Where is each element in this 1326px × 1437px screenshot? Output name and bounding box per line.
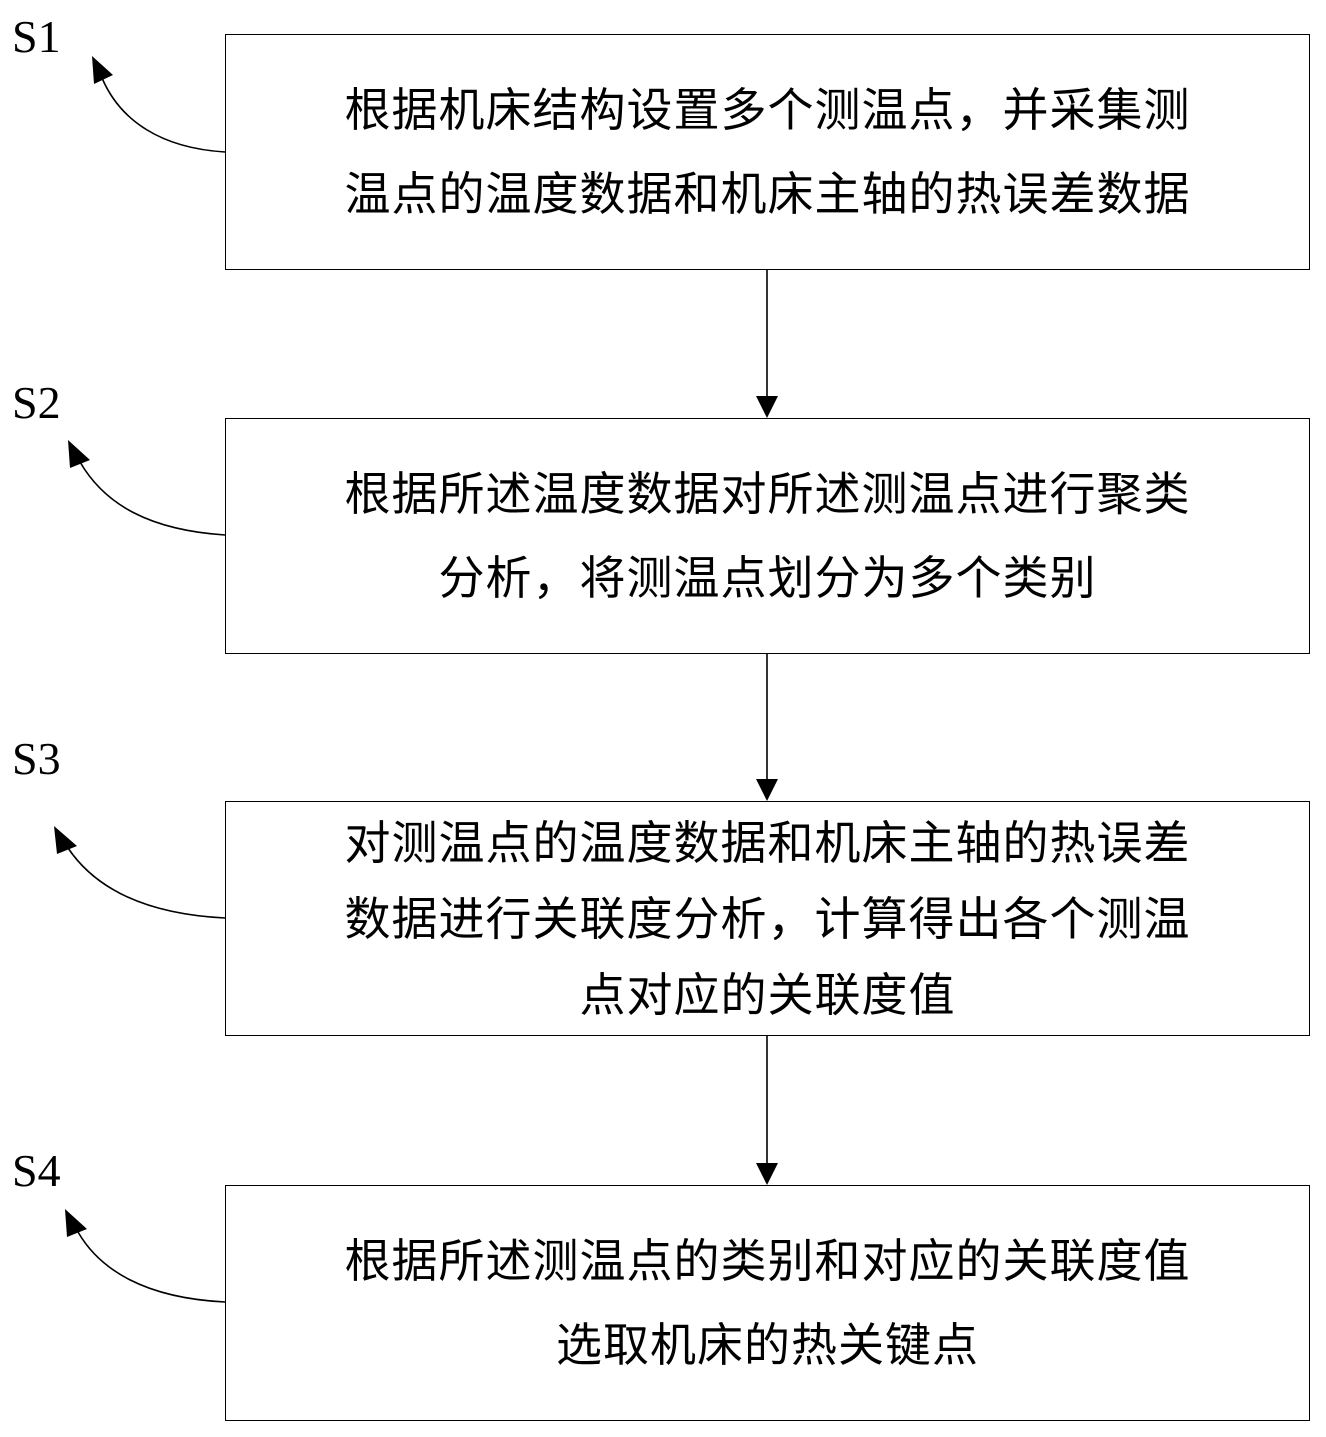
flow-arrow-s1-s2 bbox=[756, 270, 778, 418]
step-label-s4: S4 bbox=[12, 1145, 61, 1196]
step-line: 数据进行关联度分析，计算得出各个测温 bbox=[344, 891, 1191, 946]
step-box-s3: 对测温点的温度数据和机床主轴的热误差 数据进行关联度分析，计算得出各个测温 点对… bbox=[225, 801, 1310, 1036]
leader-arrow-s3 bbox=[54, 826, 226, 919]
step-text-s4: 根据所述测温点的类别和对应的关联度值 选取机床的热关键点 bbox=[345, 1219, 1191, 1387]
step-box-s1: 根据机床结构设置多个测温点，并采集测 温点的温度数据和机床主轴的热误差数据 bbox=[225, 34, 1310, 270]
step-line: 对测温点的温度数据和机床主轴的热误差 bbox=[344, 815, 1191, 870]
step-line: 根据所述温度数据对所述测温点进行聚类 bbox=[344, 467, 1191, 521]
step-line: 选取机床的热关键点 bbox=[556, 1318, 979, 1372]
step-text-s2: 根据所述温度数据对所述测温点进行聚类 分析，将测温点划分为多个类别 bbox=[345, 452, 1191, 620]
step-line: 根据所述测温点的类别和对应的关联度值 bbox=[344, 1234, 1191, 1288]
step-line: 分析，将测温点划分为多个类别 bbox=[438, 551, 1097, 605]
leader-arrow-s2 bbox=[68, 440, 226, 536]
step-box-s2: 根据所述温度数据对所述测温点进行聚类 分析，将测温点划分为多个类别 bbox=[225, 418, 1310, 654]
step-label-s1: S1 bbox=[12, 11, 61, 62]
step-label-s3: S3 bbox=[12, 733, 61, 784]
step-text-s1: 根据机床结构设置多个测温点，并采集测 温点的温度数据和机床主轴的热误差数据 bbox=[345, 68, 1191, 236]
step-text-s3: 对测温点的温度数据和机床主轴的热误差 数据进行关联度分析，计算得出各个测温 点对… bbox=[345, 805, 1191, 1033]
step-line: 点对应的关联度值 bbox=[579, 967, 956, 1022]
flow-arrow-s3-s4 bbox=[756, 1036, 778, 1185]
step-line: 根据机床结构设置多个测温点，并采集测 bbox=[344, 83, 1191, 137]
flow-arrow-s2-s3 bbox=[756, 654, 778, 801]
leader-arrow-s4 bbox=[65, 1209, 226, 1303]
leader-arrow-s1 bbox=[92, 56, 226, 153]
step-label-s2: S2 bbox=[12, 377, 61, 428]
step-line: 温点的温度数据和机床主轴的热误差数据 bbox=[344, 167, 1191, 221]
step-box-s4: 根据所述测温点的类别和对应的关联度值 选取机床的热关键点 bbox=[225, 1185, 1310, 1421]
